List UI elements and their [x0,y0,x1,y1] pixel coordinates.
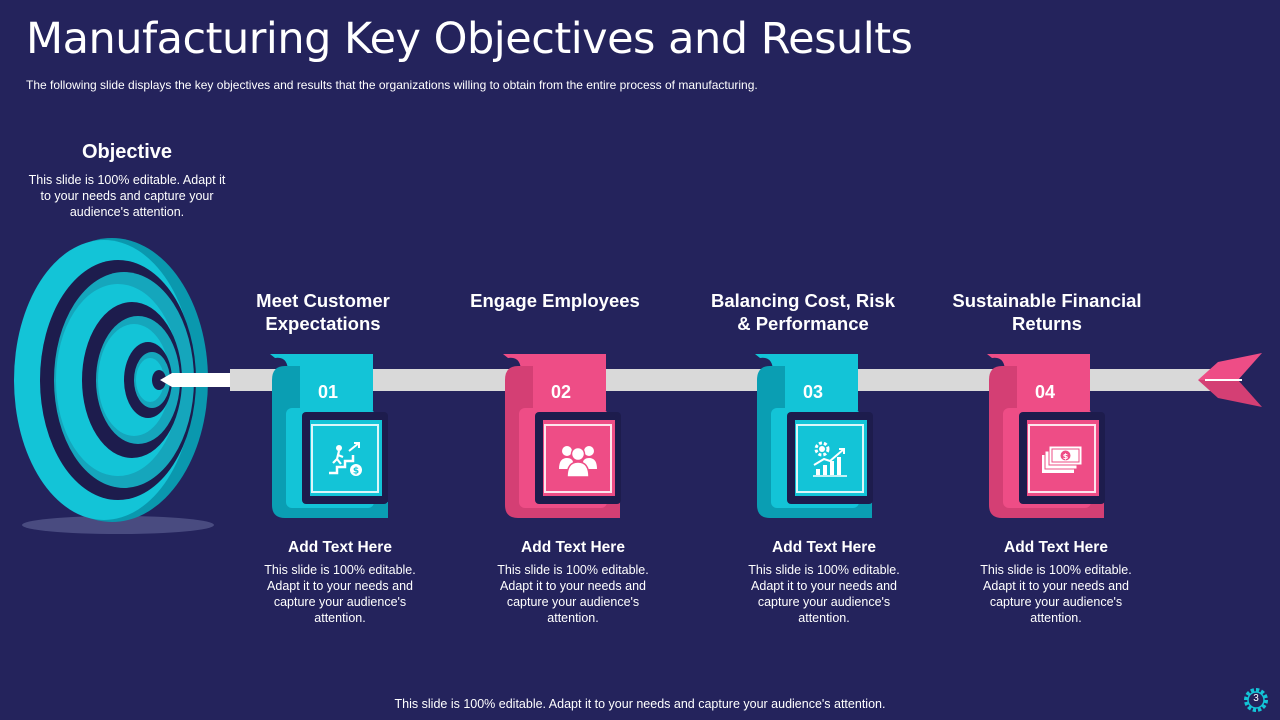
money-stack-icon: $ [1040,441,1084,477]
step-1-card-text: This slide is 100% editable. Adapt it to… [245,562,435,626]
svg-text:$: $ [1063,451,1069,460]
step-2-card-heading: Add Text Here [478,539,668,557]
step-2-icon-box [544,424,612,493]
step-4-number: 04 [1015,382,1075,403]
growth-stairs-icon: $ [325,439,365,479]
step-3-card-text: This slide is 100% editable. Adapt it to… [729,562,919,626]
step-1-card-heading: Add Text Here [245,539,435,557]
step-2-title: Engage Employees [460,289,650,312]
svg-text:$: $ [353,466,359,476]
slide-footer: This slide is 100% editable. Adapt it to… [0,697,1280,711]
step-3-number: 03 [783,382,843,403]
gear-chart-icon [810,439,850,479]
step-3-title: Balancing Cost, Risk & Performance [708,289,898,335]
step-4-card: Add Text Here This slide is 100% editabl… [961,539,1151,626]
step-3-icon-box [796,424,864,493]
page-number: 3 [1242,693,1270,704]
step-2-card-text: This slide is 100% editable. Adapt it to… [478,562,668,626]
step-4-icon-box: $ [1028,424,1096,493]
step-1-number: 01 [298,382,358,403]
team-icon [557,439,599,479]
page-number-badge: 3 [1242,686,1270,714]
step-3-card: Add Text Here This slide is 100% editabl… [729,539,919,626]
step-2-number: 02 [531,382,591,403]
step-4-card-heading: Add Text Here [961,539,1151,557]
step-1-icon-box: $ [311,424,379,493]
step-2-card: Add Text Here This slide is 100% editabl… [478,539,668,626]
step-1-card: Add Text Here This slide is 100% editabl… [245,539,435,626]
step-4-card-text: This slide is 100% editable. Adapt it to… [961,562,1151,626]
step-1-title: Meet Customer Expectations [228,289,418,335]
step-4-title: Sustainable Financial Returns [952,289,1142,335]
step-3-card-heading: Add Text Here [729,539,919,557]
